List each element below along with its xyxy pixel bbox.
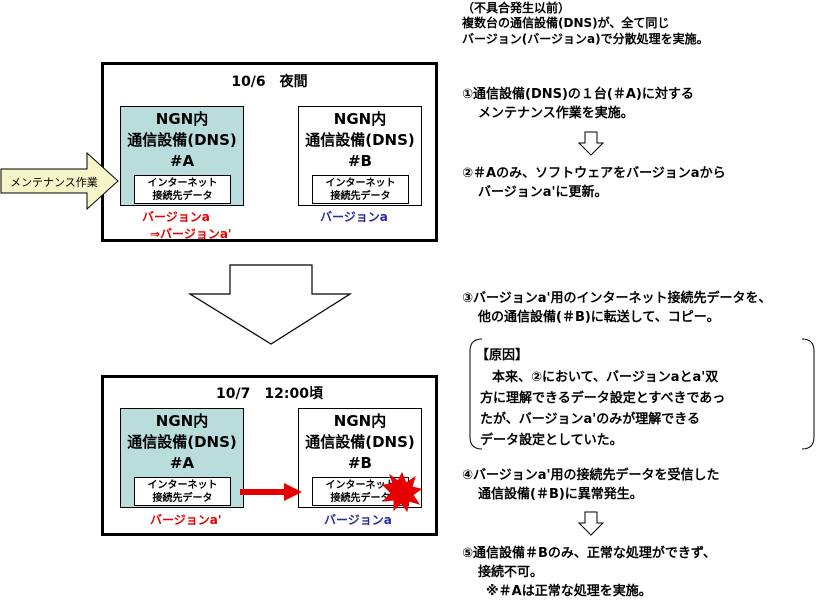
top-device-b-inner1: インターネット xyxy=(325,178,396,189)
bottom-version-a: バージョンa' xyxy=(150,513,222,527)
cause-line-3: たが、バージョンa'のみが理解できる xyxy=(480,412,700,427)
bottom-device-a-line3: #A xyxy=(169,454,195,472)
cause-line-1: 本来、②において、バージョンaとa'双 xyxy=(492,370,719,385)
bottom-scenario-box: 10/7 12:00頃 NGN内 通信設備(DNS) #A インターネット 接続… xyxy=(101,375,438,536)
step3-line2: 他の通信設備(＃B)に転送して、コピー。 xyxy=(478,310,720,325)
top-device-b-line3: #B xyxy=(347,152,372,170)
bottom-box-title: 10/7 12:00頃 xyxy=(216,386,323,402)
step2-line2: バージョンa'に更新。 xyxy=(478,185,608,200)
step1-line1: ①通信設備(DNS)の１台(＃A)に対する xyxy=(462,87,694,102)
failure-burst-icon xyxy=(382,472,422,512)
top-device-b: NGN内 通信設備(DNS) #B インターネット 接続先データ xyxy=(298,106,422,206)
step-arrow-1 xyxy=(578,131,604,156)
bottom-version-b: バージョンa xyxy=(324,513,392,527)
bottom-device-a-inner1: インターネット xyxy=(147,480,218,491)
top-device-b-line1: NGN内 xyxy=(333,110,387,128)
step5-line2: 接続不可。 xyxy=(478,565,544,580)
bottom-device-b-line1: NGN内 xyxy=(333,412,387,430)
top-device-b-line2: 通信設備(DNS) xyxy=(305,131,415,149)
bottom-device-b-line2: 通信設備(DNS) xyxy=(305,433,415,451)
intro-line-2: 複数台の通信設備(DNS)が、全て同じ xyxy=(462,16,670,30)
bottom-device-b-inner1: インターネット xyxy=(325,480,396,491)
top-device-a-inner2: 接続先データ xyxy=(152,191,213,202)
step4-line2: 通信設備(＃B)に異常発生。 xyxy=(478,487,643,502)
top-device-a-line3: #A xyxy=(169,152,195,170)
bottom-device-b-inner2: 接続先データ xyxy=(330,493,391,504)
top-device-b-inner2: 接続先データ xyxy=(330,191,391,202)
intro-line-1: （不具合発生以前） xyxy=(462,1,571,15)
intro-line-3: バージョン(バージョンa)で分散処理を実施。 xyxy=(462,32,709,46)
step2-line1: ②＃Aのみ、ソフトウェアをバージョンaから xyxy=(462,166,726,181)
cause-heading: 【原因】 xyxy=(476,348,529,363)
step3-line1: ③バージョンa'用のインターネット接続先データを、 xyxy=(462,291,772,306)
top-device-a: NGN内 通信設備(DNS) #A インターネット 接続先データ xyxy=(120,106,244,206)
cause-line-2: 方に理解できるデータ設定とすべきであっ xyxy=(480,391,726,406)
top-device-a-data-box: インターネット 接続先データ xyxy=(134,175,231,204)
cause-line-4: データ設定としていた。 xyxy=(480,433,623,448)
step5-line3: ※＃Aは正常な処理を実施。 xyxy=(486,584,652,599)
top-device-a-line1: NGN内 xyxy=(155,110,209,128)
bottom-device-a-line2: 通信設備(DNS) xyxy=(127,433,237,451)
bottom-device-a-inner2: 接続先データ xyxy=(152,493,213,504)
bottom-device-a: NGN内 通信設備(DNS) #A インターネット 接続先データ xyxy=(120,408,244,508)
top-device-a-inner1: インターネット xyxy=(147,178,218,189)
cause-box: 【原因】 本来、②において、バージョンaとa'双 方に理解できるデータ設定とすべ… xyxy=(468,338,816,450)
transition-down-arrow xyxy=(188,264,352,345)
top-device-a-line2: 通信設備(DNS) xyxy=(127,131,237,149)
maintenance-label: メンテナンス作業 xyxy=(10,176,98,189)
top-version-b: バージョンa xyxy=(320,210,388,224)
bottom-device-a-line1: NGN内 xyxy=(155,412,209,430)
bottom-device-b-line3: #B xyxy=(347,454,372,472)
bottom-device-a-data-box: インターネット 接続先データ xyxy=(134,477,231,506)
top-box-title: 10/6 夜間 xyxy=(231,74,308,90)
transfer-arrow xyxy=(240,483,302,501)
step-arrow-2 xyxy=(578,511,604,536)
top-version-a: バージョンa xyxy=(142,210,210,224)
top-version-a-new: ⇒バージョンa' xyxy=(150,227,232,241)
step5-line1: ⑤通信設備＃Bのみ、正常な処理ができず、 xyxy=(462,546,717,561)
top-device-b-data-box: インターネット 接続先データ xyxy=(312,175,409,204)
maintenance-arrow xyxy=(0,151,119,211)
step4-line1: ④バージョンa'用の接続先データを受信した xyxy=(462,468,720,483)
step1-line2: メンテナンス作業を実施。 xyxy=(478,106,634,121)
top-scenario-box: 10/6 夜間 NGN内 通信設備(DNS) #A インターネット 接続先データ… xyxy=(101,62,438,242)
cause-brackets xyxy=(469,338,815,450)
